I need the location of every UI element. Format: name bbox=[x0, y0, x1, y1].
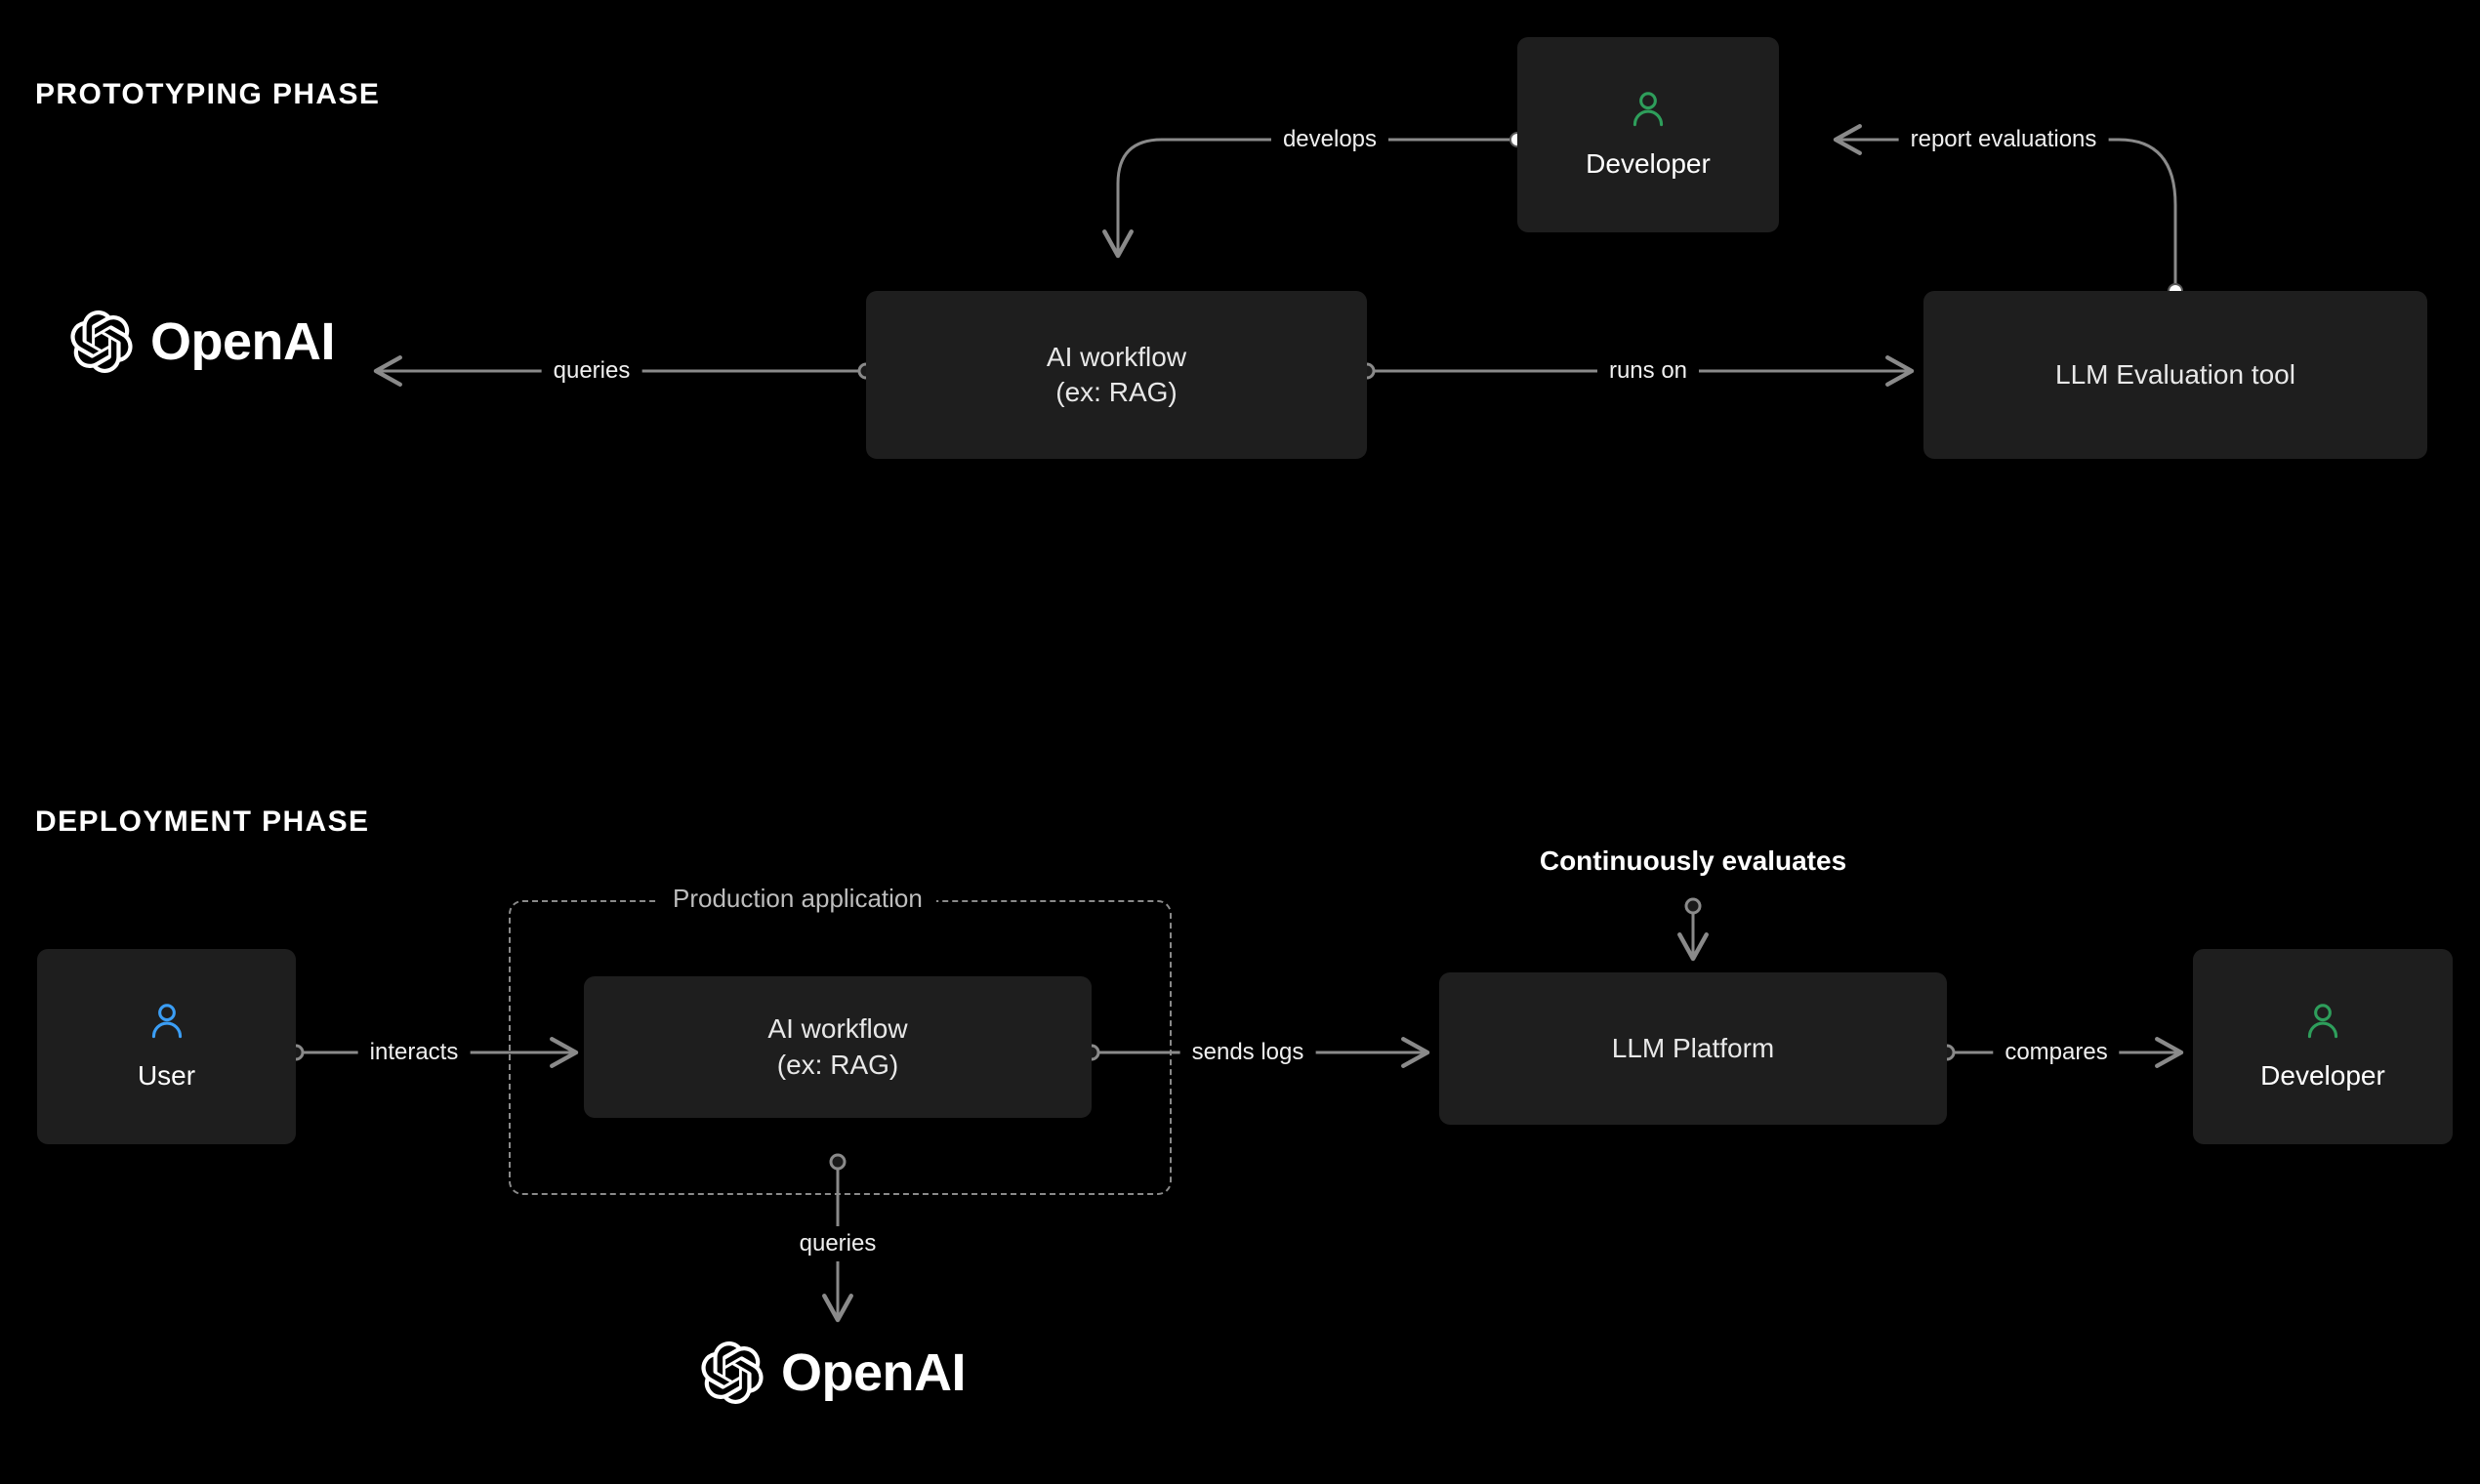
node-developer-deployment[interactable]: Developer bbox=[2193, 949, 2453, 1144]
edge-label-report-evaluations: report evaluations bbox=[1898, 122, 2109, 157]
edge-label-sends-logs: sends logs bbox=[1179, 1035, 1316, 1070]
node-developer-prototyping[interactable]: Developer bbox=[1517, 37, 1779, 232]
node-label: AI workflow (ex: RAG) bbox=[767, 1013, 908, 1080]
node-user[interactable]: User bbox=[37, 949, 296, 1144]
edge-label-runs-on: runs on bbox=[1596, 353, 1700, 389]
node-label: AI workflow (ex: RAG) bbox=[1046, 341, 1187, 407]
person-icon bbox=[151, 1004, 182, 1038]
person-icon bbox=[1633, 92, 1664, 126]
node-label: Developer bbox=[1586, 147, 1711, 179]
node-label: LLM Evaluation tool bbox=[2055, 358, 2295, 390]
node-ai-workflow-deployment[interactable]: AI workflow (ex: RAG) bbox=[584, 976, 1092, 1118]
edge-continuously-evaluates bbox=[1677, 897, 1709, 962]
callout-continuously-evaluates: Continuously evaluates bbox=[1539, 845, 1847, 876]
edge-label-compares: compares bbox=[1993, 1035, 2120, 1070]
edge-label-develops: develops bbox=[1270, 122, 1389, 157]
openai-logo-prototyping: OpenAI bbox=[70, 310, 336, 373]
node-label: LLM Platform bbox=[1611, 1032, 1775, 1063]
phase-heading-prototyping: PROTOTYPING PHASE bbox=[35, 78, 381, 110]
edge-label-queries-deployment: queries bbox=[787, 1226, 889, 1261]
openai-logo-icon bbox=[70, 310, 133, 373]
edge-report-evaluations bbox=[1833, 124, 2183, 299]
production-application-label: Production application bbox=[659, 884, 936, 914]
node-label: User bbox=[137, 1059, 196, 1091]
person-icon bbox=[2307, 1004, 2338, 1038]
node-llm-evaluation-tool[interactable]: LLM Evaluation tool bbox=[1923, 291, 2427, 459]
edge-label-interacts: interacts bbox=[357, 1035, 471, 1070]
openai-logo-icon bbox=[701, 1341, 764, 1404]
node-label: Developer bbox=[2260, 1059, 2385, 1091]
openai-wordmark: OpenAI bbox=[150, 312, 336, 371]
openai-wordmark: OpenAI bbox=[781, 1343, 967, 1402]
phase-heading-deployment: DEPLOYMENT PHASE bbox=[35, 805, 370, 838]
openai-logo-deployment: OpenAI bbox=[701, 1341, 967, 1404]
edge-label-queries-prototyping: queries bbox=[541, 353, 642, 389]
node-llm-platform[interactable]: LLM Platform bbox=[1439, 972, 1947, 1125]
node-ai-workflow-prototyping[interactable]: AI workflow (ex: RAG) bbox=[866, 291, 1367, 459]
